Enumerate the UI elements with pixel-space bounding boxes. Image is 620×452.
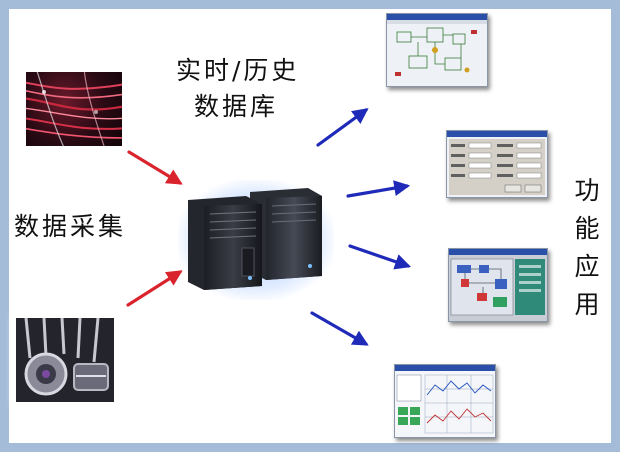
output-arrow-3	[348, 244, 412, 270]
applications-label-char: 能	[574, 214, 600, 243]
input-arrow-instruments	[126, 270, 183, 307]
applications-label-char: 功	[574, 176, 600, 205]
app-screenshot-dialog-form	[446, 130, 548, 198]
applications-label: 功能应用	[572, 172, 602, 324]
applications-label-char: 用	[574, 290, 600, 319]
app-screenshot-trend-charts	[394, 364, 496, 438]
instrument-sensors-photo	[16, 318, 114, 402]
database-server-icon	[188, 188, 322, 290]
app-screenshot-monitoring-panel	[448, 248, 548, 322]
wiring-cables-photo	[26, 72, 122, 146]
database-title-line1: 实时/历史	[176, 56, 300, 85]
input-arrow-cables	[127, 150, 183, 185]
output-arrow-2	[346, 180, 411, 198]
database-title-line2: 数据库	[194, 92, 279, 121]
output-arrow-4	[310, 311, 369, 346]
data-collection-label: 数据采集	[14, 212, 127, 241]
output-arrow-1	[316, 108, 369, 147]
applications-label-char: 应	[574, 252, 600, 281]
app-screenshot-process-diagram	[386, 13, 488, 87]
